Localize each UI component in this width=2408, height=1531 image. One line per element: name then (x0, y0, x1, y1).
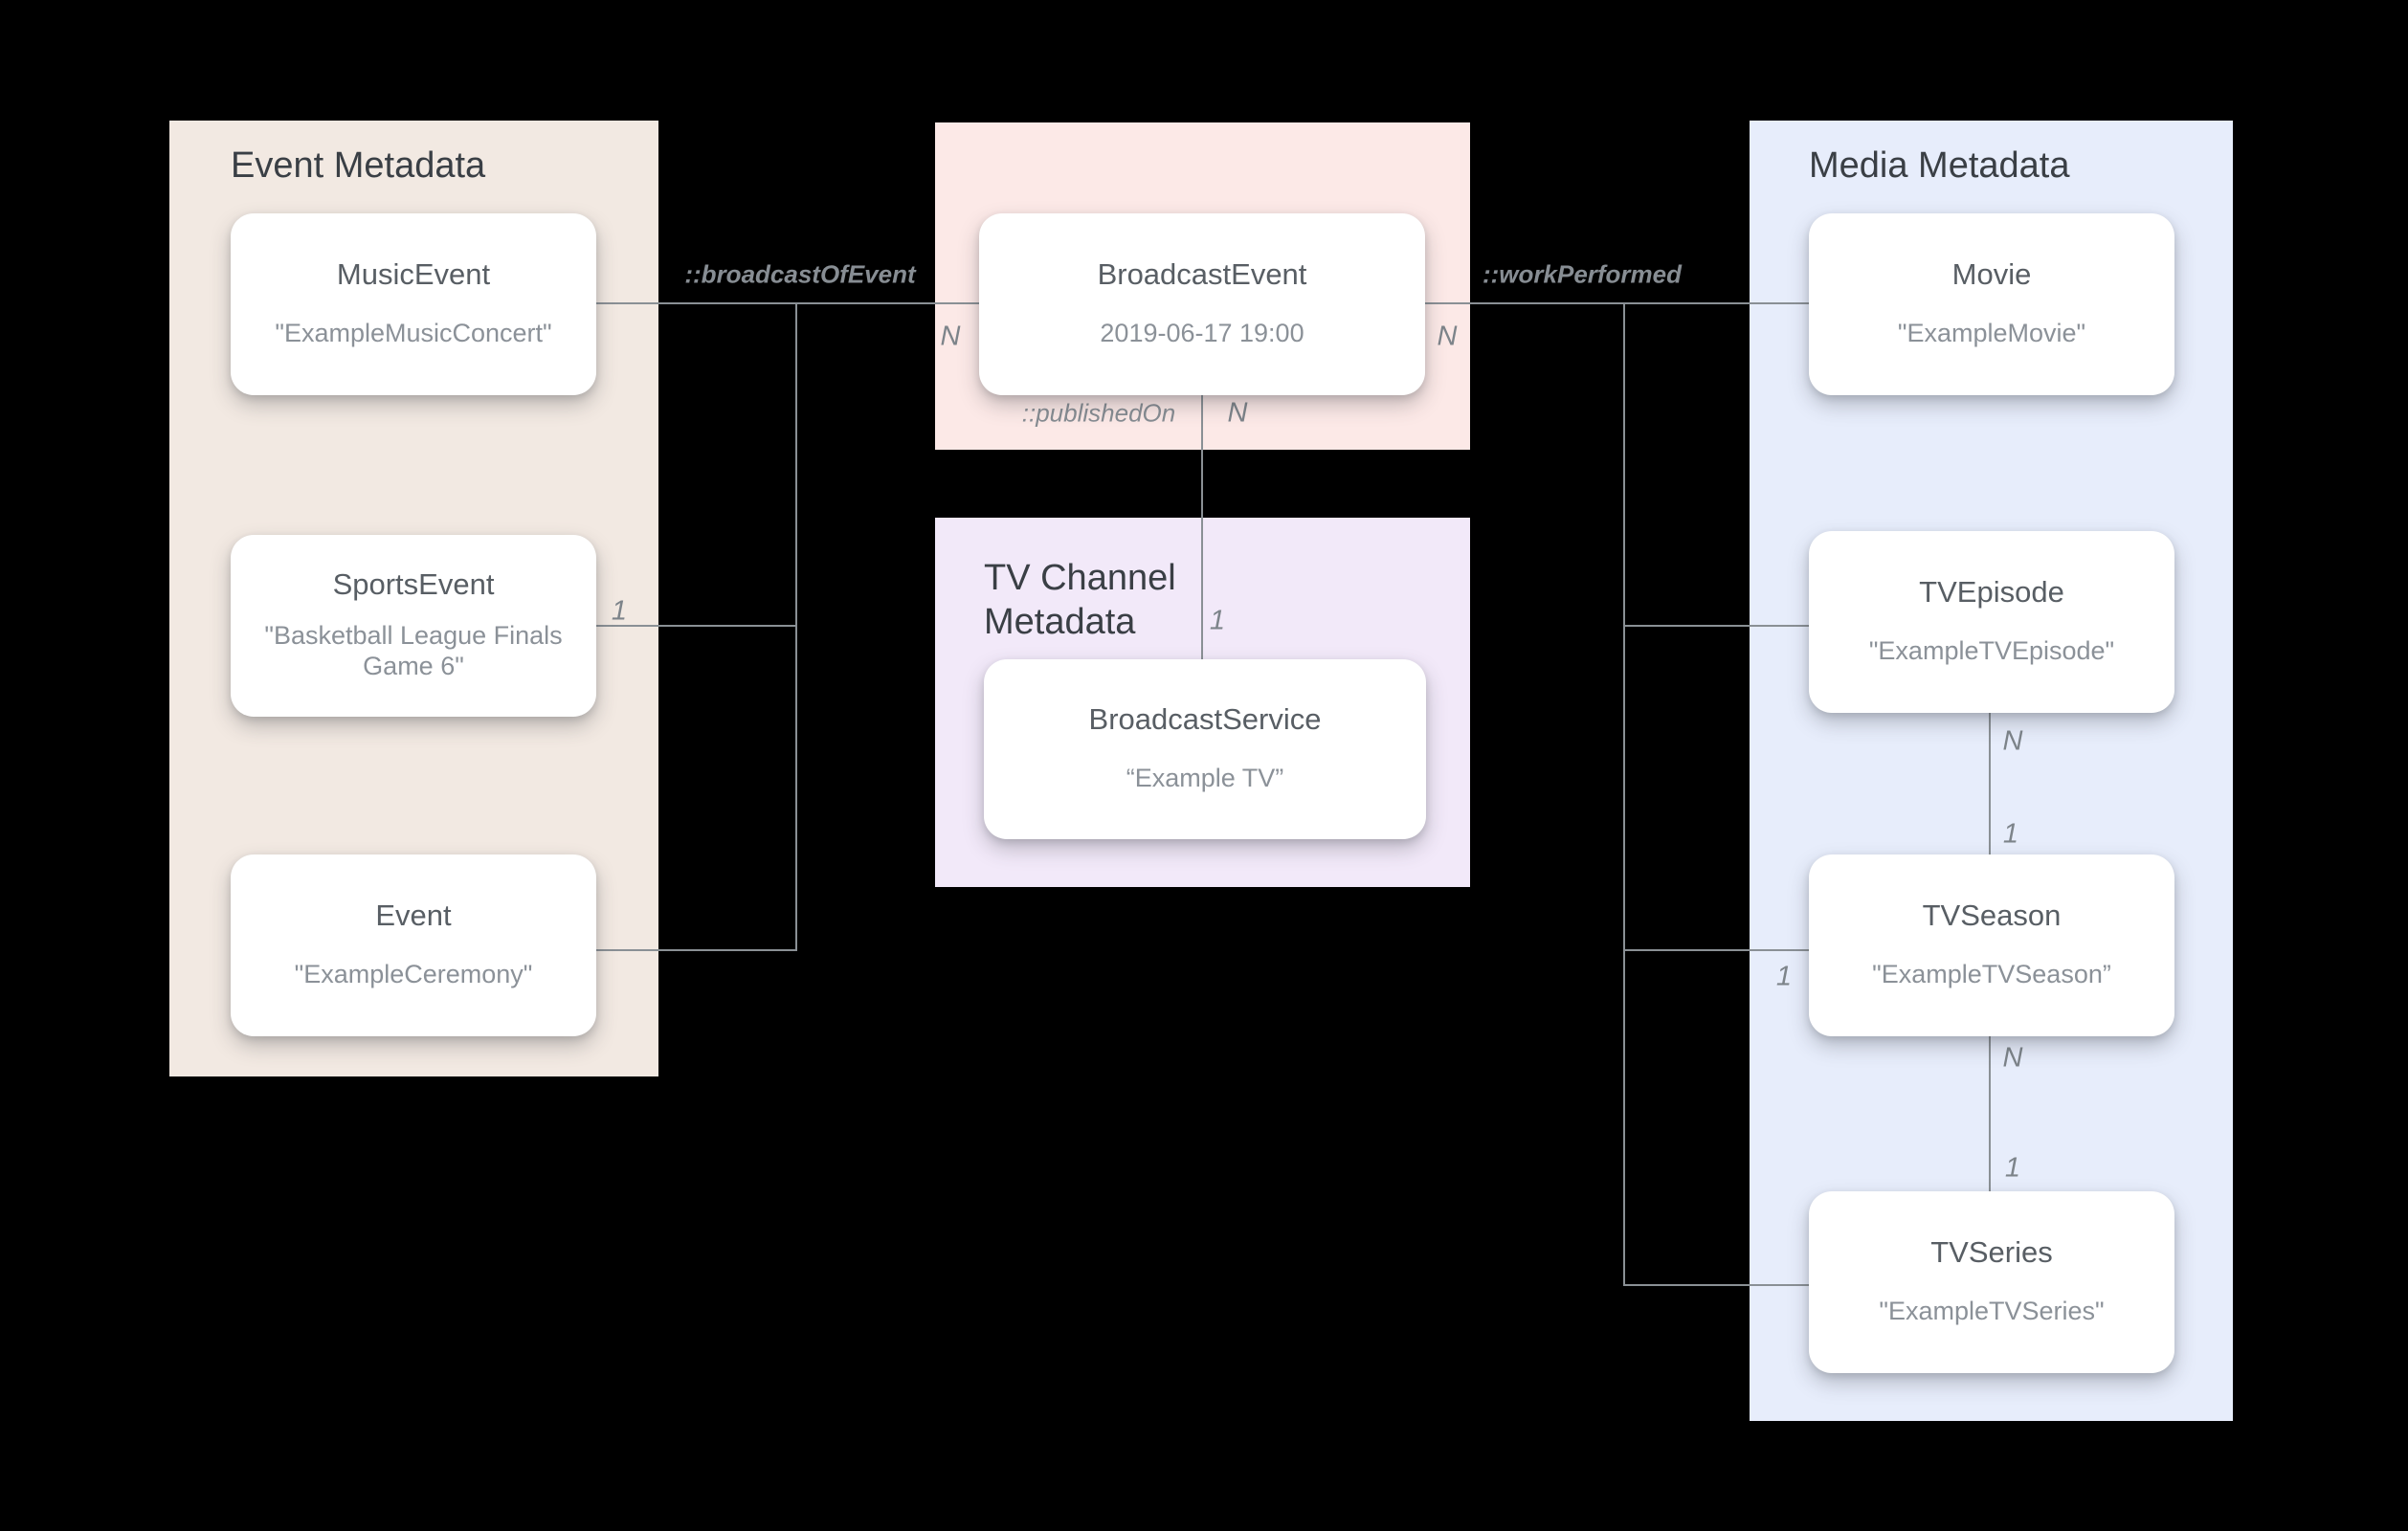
relation-label-broadcastofevent: ::broadcastOfEvent (684, 259, 916, 289)
connector-workperformed-horizontal (1424, 302, 1809, 304)
node-sportsevent-title: SportsEvent (332, 566, 495, 601)
node-tvseason-value: "ExampleTVSeason” (1872, 960, 2111, 989)
cardinality-season-series-1: 1 (2004, 1152, 2021, 1184)
event-metadata-title: Event Metadata (231, 145, 486, 186)
node-broadcastevent-value: 2019-06-17 19:00 (1100, 319, 1304, 348)
cardinality-broadcastofevent-n: N (940, 321, 961, 352)
tv-channel-metadata-title: TV Channel Metadata (984, 558, 1176, 643)
node-broadcastservice: BroadcastService “Example TV” (984, 659, 1426, 839)
cardinality-publishedon-n: N (1227, 397, 1248, 429)
cardinality-season-series-n: N (2002, 1042, 2023, 1074)
node-musicevent: MusicEvent "ExampleMusicConcert" (231, 213, 596, 395)
connector-media-group-vertical (1623, 302, 1625, 1286)
node-musicevent-title: MusicEvent (336, 256, 491, 291)
node-broadcastevent-title: BroadcastEvent (1097, 256, 1307, 291)
node-broadcastservice-value: “Example TV” (1126, 764, 1284, 793)
node-movie: Movie "ExampleMovie" (1809, 213, 2174, 395)
node-broadcastservice-title: BroadcastService (1088, 701, 1322, 736)
node-tvepisode-value: "ExampleTVEpisode" (1868, 636, 2115, 666)
cardinality-tvseason-1: 1 (1775, 961, 1793, 992)
connector-event-group-vertical (795, 302, 797, 951)
node-event-value: "ExampleCeremony" (294, 960, 533, 989)
cardinality-episode-season-1: 1 (2002, 818, 2019, 850)
cardinality-episode-season-n: N (2002, 725, 2023, 757)
node-broadcastevent: BroadcastEvent 2019-06-17 19:00 (979, 213, 1425, 395)
relation-label-workperformed: ::workPerformed (1482, 259, 1683, 289)
node-tvepisode: TVEpisode "ExampleTVEpisode" (1809, 531, 2174, 713)
node-movie-title: Movie (1951, 256, 2032, 291)
node-tvseries-title: TVSeries (1930, 1234, 2053, 1269)
node-musicevent-value: "ExampleMusicConcert" (275, 319, 552, 348)
node-movie-value: "ExampleMovie" (1897, 319, 2086, 348)
cardinality-sportsevent-1: 1 (611, 595, 628, 627)
connector-event-horizontal (596, 949, 797, 951)
connector-broadcastofevent-horizontal (596, 302, 979, 304)
node-sportsevent-value: "Basketball League Finals Game 6" (264, 621, 563, 681)
node-tvseries-value: "ExampleTVSeries" (1879, 1297, 2105, 1326)
node-tvepisode-title: TVEpisode (1919, 574, 2064, 609)
cardinality-publishedon-1: 1 (1209, 605, 1226, 636)
node-tvseason-title: TVSeason (1922, 898, 2062, 932)
node-event: Event "ExampleCeremony" (231, 854, 596, 1036)
cardinality-workperformed-n: N (1437, 321, 1458, 352)
node-tvseries: TVSeries "ExampleTVSeries" (1809, 1191, 2174, 1373)
node-tvseason: TVSeason "ExampleTVSeason” (1809, 854, 2174, 1036)
connector-sportsevent-horizontal (596, 625, 797, 627)
connector-episode-season-vertical (1989, 713, 1991, 854)
node-sportsevent: SportsEvent "Basketball League Finals Ga… (231, 535, 596, 717)
connector-publishedon-vertical (1201, 395, 1203, 659)
connector-tvseries-horizontal (1625, 1284, 1809, 1286)
connector-season-series-vertical (1989, 1036, 1991, 1191)
connector-tvepisode-horizontal (1625, 625, 1809, 627)
node-event-title: Event (375, 898, 452, 932)
relation-label-publishedon: ::publishedOn (1021, 398, 1176, 428)
media-metadata-title: Media Metadata (1809, 145, 2070, 186)
connector-tvseason-horizontal (1625, 949, 1809, 951)
